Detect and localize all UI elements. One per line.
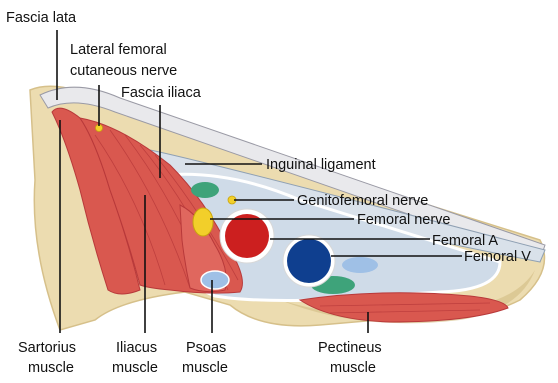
label-femoral-artery: Femoral A bbox=[432, 233, 498, 249]
fat-blue-1 bbox=[342, 257, 378, 273]
femoral-artery-lumen bbox=[225, 214, 269, 258]
label-sartorius-line1: Sartorius bbox=[18, 340, 76, 356]
label-lfcn-line2: cutaneous nerve bbox=[70, 63, 177, 79]
label-femoral-nerve: Femoral nerve bbox=[357, 212, 450, 228]
label-fascia-iliaca: Fascia iliaca bbox=[121, 85, 202, 101]
label-inguinal-ligament: Inguinal ligament bbox=[266, 157, 376, 173]
femoral-vein-lumen bbox=[287, 239, 331, 283]
fat-blue-2 bbox=[201, 271, 229, 289]
label-psoas-line2: muscle bbox=[182, 360, 228, 376]
label-psoas-line1: Psoas bbox=[186, 340, 226, 356]
femoral-nerve-shape bbox=[193, 208, 213, 236]
label-iliacus-line2: muscle bbox=[112, 360, 158, 376]
label-genitofemoral-nerve: Genitofemoral nerve bbox=[297, 193, 428, 209]
label-femoral-vein: Femoral V bbox=[464, 249, 531, 265]
label-fascia-lata: Fascia lata bbox=[6, 10, 77, 26]
label-pectineus-line2: muscle bbox=[330, 360, 376, 376]
label-iliacus-line1: Iliacus bbox=[116, 340, 157, 356]
lymph-node-upper bbox=[191, 182, 219, 198]
label-lfcn-line1: Lateral femoral bbox=[70, 42, 167, 58]
label-pectineus-line1: Pectineus bbox=[318, 340, 382, 356]
label-sartorius-line2: muscle bbox=[28, 360, 74, 376]
